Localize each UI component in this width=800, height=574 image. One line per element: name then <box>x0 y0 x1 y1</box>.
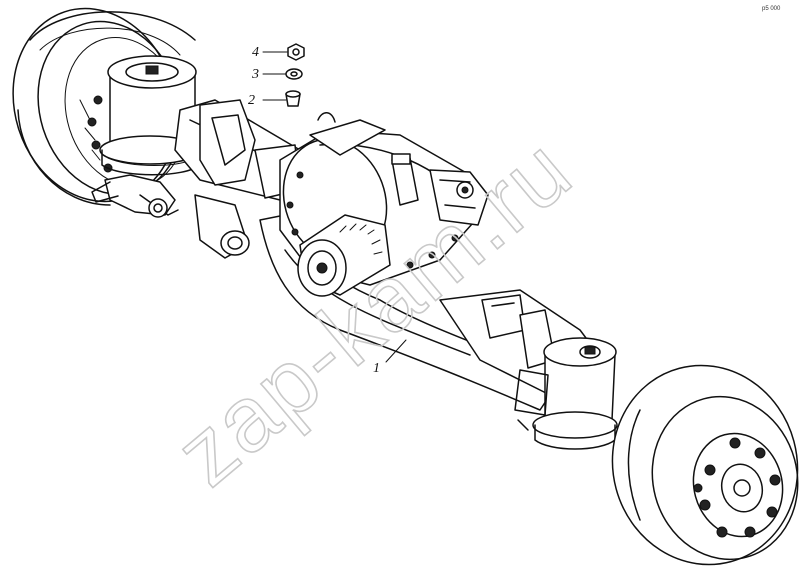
callout-2: 2 <box>248 93 287 108</box>
callout-label-1: 1 <box>373 361 380 376</box>
callout-label-2: 2 <box>248 93 255 108</box>
right-brake-drum <box>611 364 799 566</box>
callout-label-3: 3 <box>251 67 259 82</box>
part-nut-4 <box>287 43 305 61</box>
callout-3: 3 <box>251 67 287 82</box>
corner-code: р5 000 <box>762 6 781 12</box>
callout-1: 1 <box>373 339 407 376</box>
differential-carrier <box>279 112 489 297</box>
part-bushing-2 <box>285 90 301 107</box>
part-washer-3 <box>285 68 303 80</box>
left-lever-assembly <box>91 174 179 218</box>
left-brake-chamber <box>99 55 201 176</box>
callout-4: 4 <box>252 45 288 60</box>
right-brake-chamber <box>514 337 618 450</box>
callout-label-4: 4 <box>252 45 259 60</box>
